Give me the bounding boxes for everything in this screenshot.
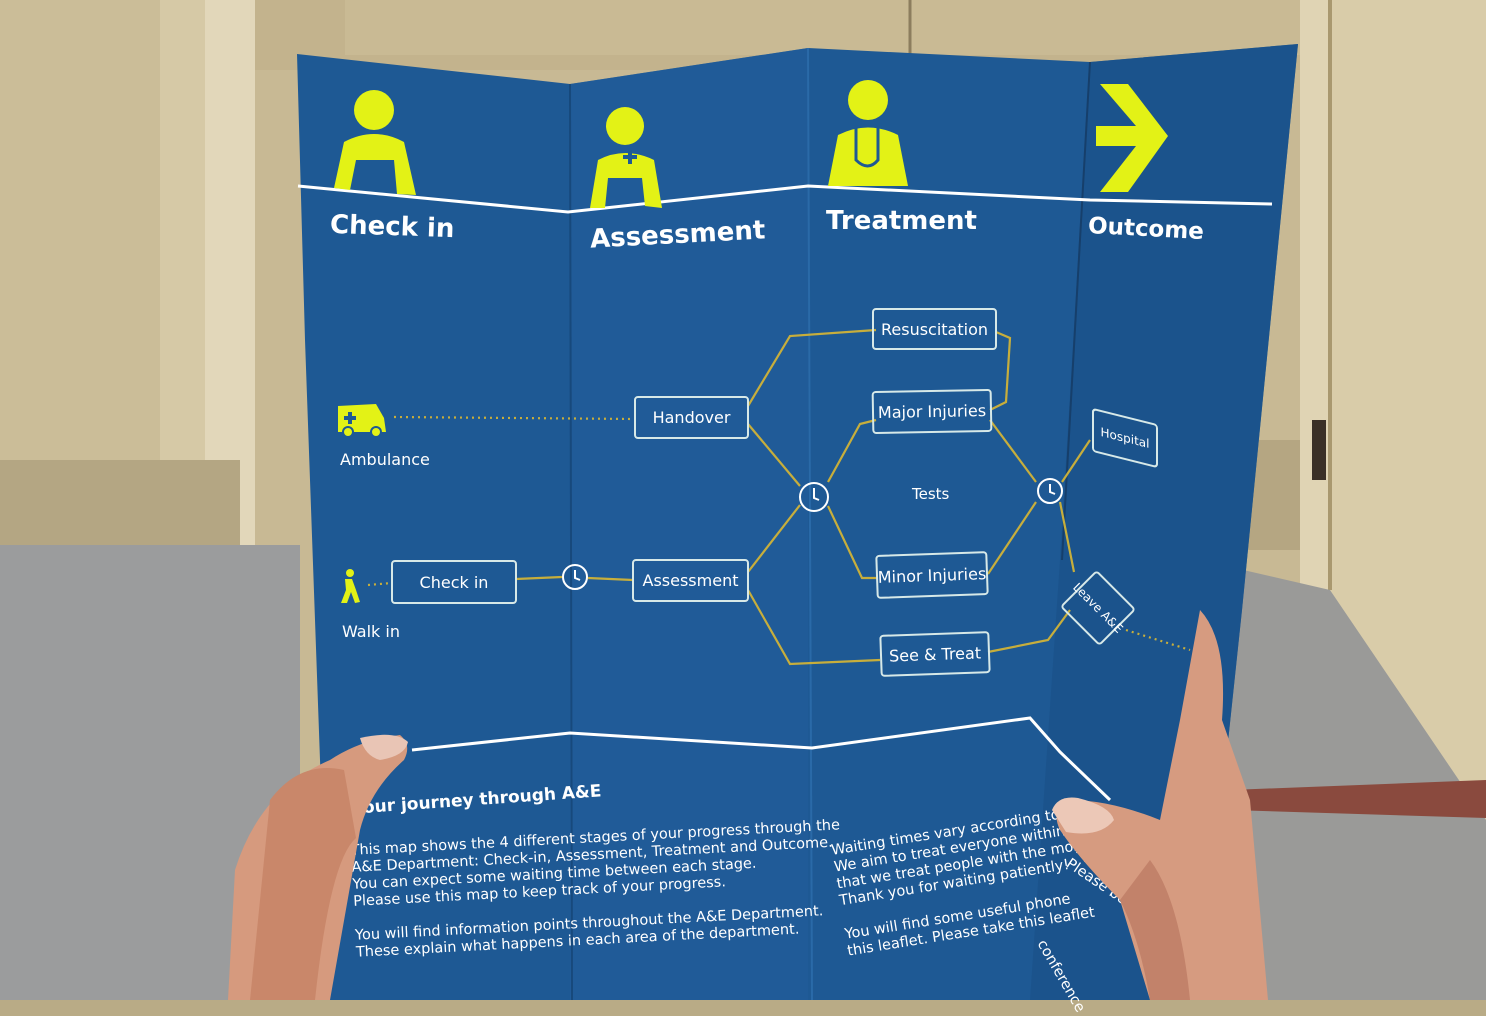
right-hand bbox=[1052, 610, 1268, 1000]
stage-treatment-heading: Treatment bbox=[826, 206, 977, 236]
walk-in-label: Walk in bbox=[342, 622, 400, 641]
person-icon bbox=[334, 90, 416, 195]
ambulance-icon bbox=[338, 404, 386, 438]
check-in-box: Check in bbox=[391, 560, 517, 604]
ambulance-label: Ambulance bbox=[340, 450, 430, 469]
walking-person-icon bbox=[341, 569, 360, 603]
tests-label: Tests bbox=[912, 485, 950, 503]
handover-box: Handover bbox=[634, 396, 749, 439]
resuscitation-box: Resuscitation bbox=[872, 308, 997, 350]
clock-icon bbox=[1037, 478, 1063, 504]
doctor-stethoscope-icon bbox=[828, 80, 908, 186]
clock-icon bbox=[562, 564, 588, 590]
arrow-right-icon bbox=[1096, 84, 1168, 192]
clock-icon bbox=[799, 482, 829, 512]
left-hand bbox=[228, 734, 408, 1000]
assessment-box: Assessment bbox=[632, 559, 749, 602]
nurse-cross-icon bbox=[590, 107, 662, 208]
